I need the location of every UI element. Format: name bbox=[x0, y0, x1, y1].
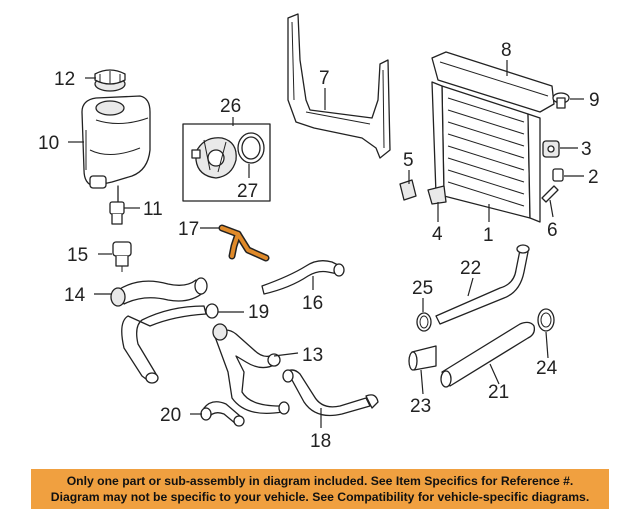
disclaimer-banner: Only one part or sub-assembly in diagram… bbox=[31, 469, 609, 509]
small-hose-20-part bbox=[200, 401, 245, 427]
water-pump-group bbox=[182, 123, 271, 202]
callout-5: 5 bbox=[403, 150, 414, 171]
coolant-pipe-22-part bbox=[435, 244, 530, 325]
callout-27: 27 bbox=[237, 181, 258, 202]
callout-14: 14 bbox=[64, 285, 86, 306]
callout-6: 6 bbox=[547, 220, 558, 241]
hose-16-part bbox=[261, 260, 345, 295]
clip-2-part bbox=[552, 168, 564, 182]
bolt-part bbox=[552, 92, 570, 109]
hose-18-part bbox=[282, 369, 379, 417]
callout-12: 12 bbox=[54, 69, 75, 90]
seal-24-part bbox=[537, 308, 555, 332]
lower-hose-part bbox=[212, 323, 290, 415]
callout-16: 16 bbox=[302, 293, 323, 314]
callout-23: 23 bbox=[410, 396, 431, 417]
callout-26: 26 bbox=[220, 96, 241, 117]
upper-support-part bbox=[431, 51, 555, 113]
bracket-3-part bbox=[542, 140, 560, 158]
pump-gasket-part bbox=[237, 132, 265, 164]
mount-5-part bbox=[399, 179, 417, 201]
expansion-tank-part bbox=[81, 95, 151, 189]
pipe-21-part bbox=[440, 321, 536, 388]
callout-11: 11 bbox=[143, 199, 163, 220]
radiator-frame-part bbox=[287, 13, 391, 159]
seal-25-part bbox=[416, 312, 432, 332]
drain-plug-part bbox=[541, 185, 559, 203]
callout-numbers: 12 10 11 15 14 19 13 20 16 18 17 26 27 7… bbox=[38, 40, 600, 452]
expansion-tank-cap-part bbox=[94, 69, 126, 92]
callout-19: 19 bbox=[248, 302, 269, 323]
highlighted-part-17 bbox=[218, 224, 270, 262]
callout-17: 17 bbox=[178, 219, 199, 240]
callout-9: 9 bbox=[589, 90, 600, 111]
callout-8: 8 bbox=[501, 40, 512, 61]
callout-18: 18 bbox=[310, 431, 331, 452]
callout-21: 21 bbox=[488, 382, 509, 403]
radiator-part bbox=[431, 81, 541, 223]
callout-2: 2 bbox=[588, 167, 599, 188]
mount-4-part bbox=[427, 185, 447, 205]
callout-25: 25 bbox=[412, 278, 433, 299]
parts-diagram: 12 10 11 15 14 19 13 20 16 18 17 26 27 7… bbox=[38, 13, 600, 452]
disclaimer-line-2: Diagram may not be specific to your vehi… bbox=[50, 490, 590, 504]
bypass-hose-part bbox=[121, 303, 219, 384]
callout-22: 22 bbox=[460, 258, 481, 279]
callout-13: 13 bbox=[302, 345, 323, 366]
level-sensor-part bbox=[109, 185, 125, 225]
callout-15: 15 bbox=[67, 245, 88, 266]
disclaimer-line-1: Only one part or sub-assembly in diagram… bbox=[66, 474, 574, 488]
callout-24: 24 bbox=[536, 358, 558, 379]
highlighted-hose-17 bbox=[220, 226, 268, 260]
leader-lines bbox=[68, 60, 584, 428]
callout-4: 4 bbox=[432, 224, 443, 245]
callout-20: 20 bbox=[160, 405, 181, 426]
callout-7: 7 bbox=[319, 68, 330, 89]
temperature-sensor-part bbox=[112, 241, 132, 272]
callout-3: 3 bbox=[581, 139, 592, 160]
pipe-23-part bbox=[408, 345, 437, 371]
upper-radiator-hose-part bbox=[110, 277, 208, 307]
callout-10: 10 bbox=[38, 133, 59, 154]
callout-1: 1 bbox=[483, 225, 494, 246]
water-pump-part bbox=[191, 137, 237, 179]
